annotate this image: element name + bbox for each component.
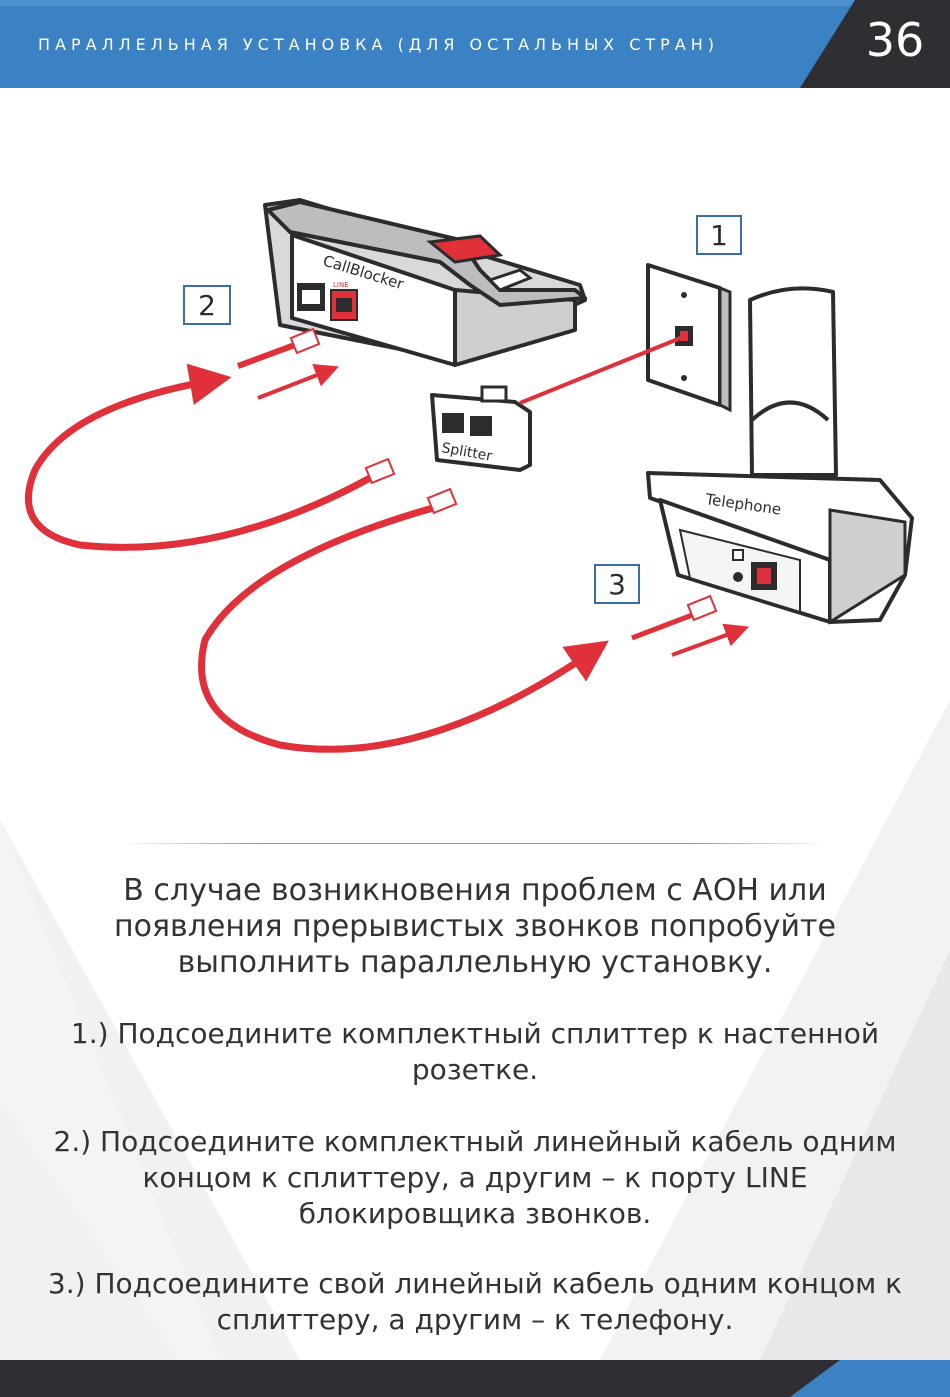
page-number: 36 [865, 13, 925, 67]
footer-band [0, 1360, 950, 1397]
line-cable-3 [198, 487, 750, 753]
marker-2: 2 [183, 285, 231, 325]
marker-3: 3 [594, 564, 640, 604]
line-port-label: LINE [333, 281, 349, 289]
divider [120, 843, 830, 844]
marker-3-label: 3 [608, 568, 626, 601]
section-title: ПАРАЛЛЕЛЬНАЯ УСТАНОВКА (ДЛЯ ОСТАЛЬНЫХ СТ… [38, 35, 720, 54]
wall-socket [646, 263, 732, 413]
telephone: Telephone [646, 286, 914, 625]
marker-1-label: 1 [710, 219, 728, 252]
installation-diagram: CallBlocker LINE 2 1 3 [24, 198, 914, 753]
step-3-text: 3.) Подсоедините свой линейный кабель од… [47, 1267, 903, 1336]
step-2-text: 2.) Подсоедините комплектный линейный ка… [53, 1125, 897, 1230]
header-band [0, 0, 950, 88]
line-cable-2 [24, 327, 396, 551]
callblocker-device: CallBlocker LINE [263, 198, 587, 367]
intro-text: В случае возникновения проблем с АОН или… [114, 873, 836, 980]
step-1-text: 1.) Подсоедините комплектный сплиттер к … [70, 1017, 880, 1086]
marker-2-label: 2 [198, 289, 216, 322]
marker-1: 1 [696, 215, 742, 255]
splitter: Splitter [430, 385, 532, 472]
